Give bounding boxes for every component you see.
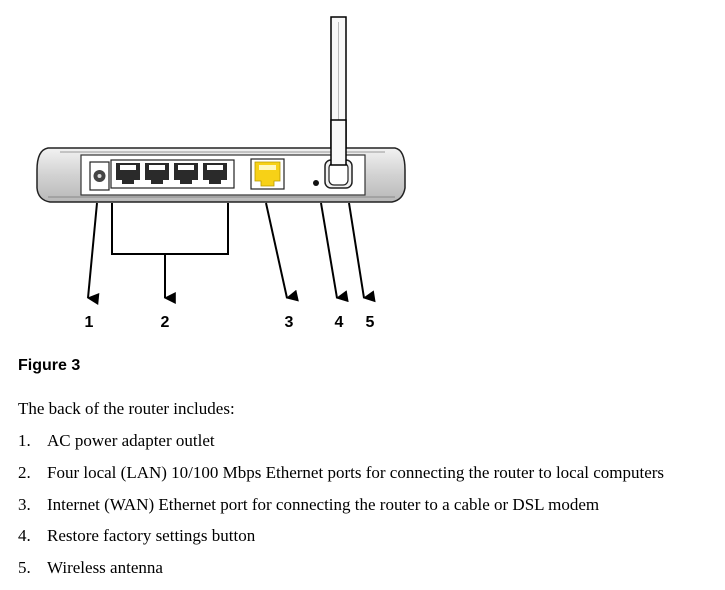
callout-line-3: [265, 202, 299, 302]
router-rear-panel-figure: 1 2 3 4 5: [36, 16, 406, 331]
restore-factory-settings-button: [313, 180, 319, 186]
callout-line-5: [348, 202, 376, 303]
list-item: 5. Wireless antenna: [18, 558, 664, 590]
list-item-text: AC power adapter outlet: [47, 431, 215, 450]
list-item-number: 2.: [18, 462, 31, 482]
callout-labels: 1 2 3 4 5: [85, 314, 375, 331]
list-item: 3. Internet (WAN) Ethernet port for conne…: [18, 495, 664, 527]
power-adapter-outlet: [89, 161, 110, 191]
callout-number-4: 4: [335, 314, 344, 331]
list-item-text: Four local (LAN) 10/100 Mbps Ethernet po…: [47, 462, 665, 482]
callout-number-1: 1: [85, 314, 94, 331]
callout-line-1: [86, 202, 100, 305]
callout-line-4: [320, 202, 349, 303]
list-item-number: 5.: [18, 558, 31, 577]
list-item-number: 1.: [18, 431, 31, 450]
callout-bracket-2: [111, 203, 229, 255]
lan-port-1: [116, 163, 140, 184]
lan-ports: [110, 159, 235, 189]
lan-port-3: [174, 163, 198, 184]
intro-text: The back of the router includes:: [18, 399, 235, 418]
list-item: 2. Four local (LAN) 10/100 Mbps Ethernet …: [18, 463, 664, 495]
callout-number-5: 5: [366, 314, 375, 331]
feature-list: 1. AC power adapter outlet 2. Four local (…: [18, 431, 664, 590]
list-item-number: 4.: [18, 526, 31, 546]
lan-port-4: [203, 163, 227, 184]
antenna-base: [324, 119, 353, 189]
list-item-number: 3.: [18, 494, 31, 514]
figure-caption: Figure 3: [18, 357, 81, 374]
callout-number-2: 2: [161, 314, 170, 331]
callout-lines: [86, 202, 376, 305]
lan-port-2: [145, 163, 169, 184]
list-item-text: Internet (WAN) Ethernet port for connect…: [47, 494, 600, 514]
list-item: 4. Restore factory settings button: [18, 526, 664, 558]
list-item: 1. AC power adapter outlet: [18, 431, 664, 463]
wan-port: [250, 158, 285, 190]
list-item-text: Wireless antenna: [47, 558, 163, 577]
callout-number-3: 3: [285, 314, 294, 331]
list-item-text: Restore factory settings button: [47, 526, 256, 546]
